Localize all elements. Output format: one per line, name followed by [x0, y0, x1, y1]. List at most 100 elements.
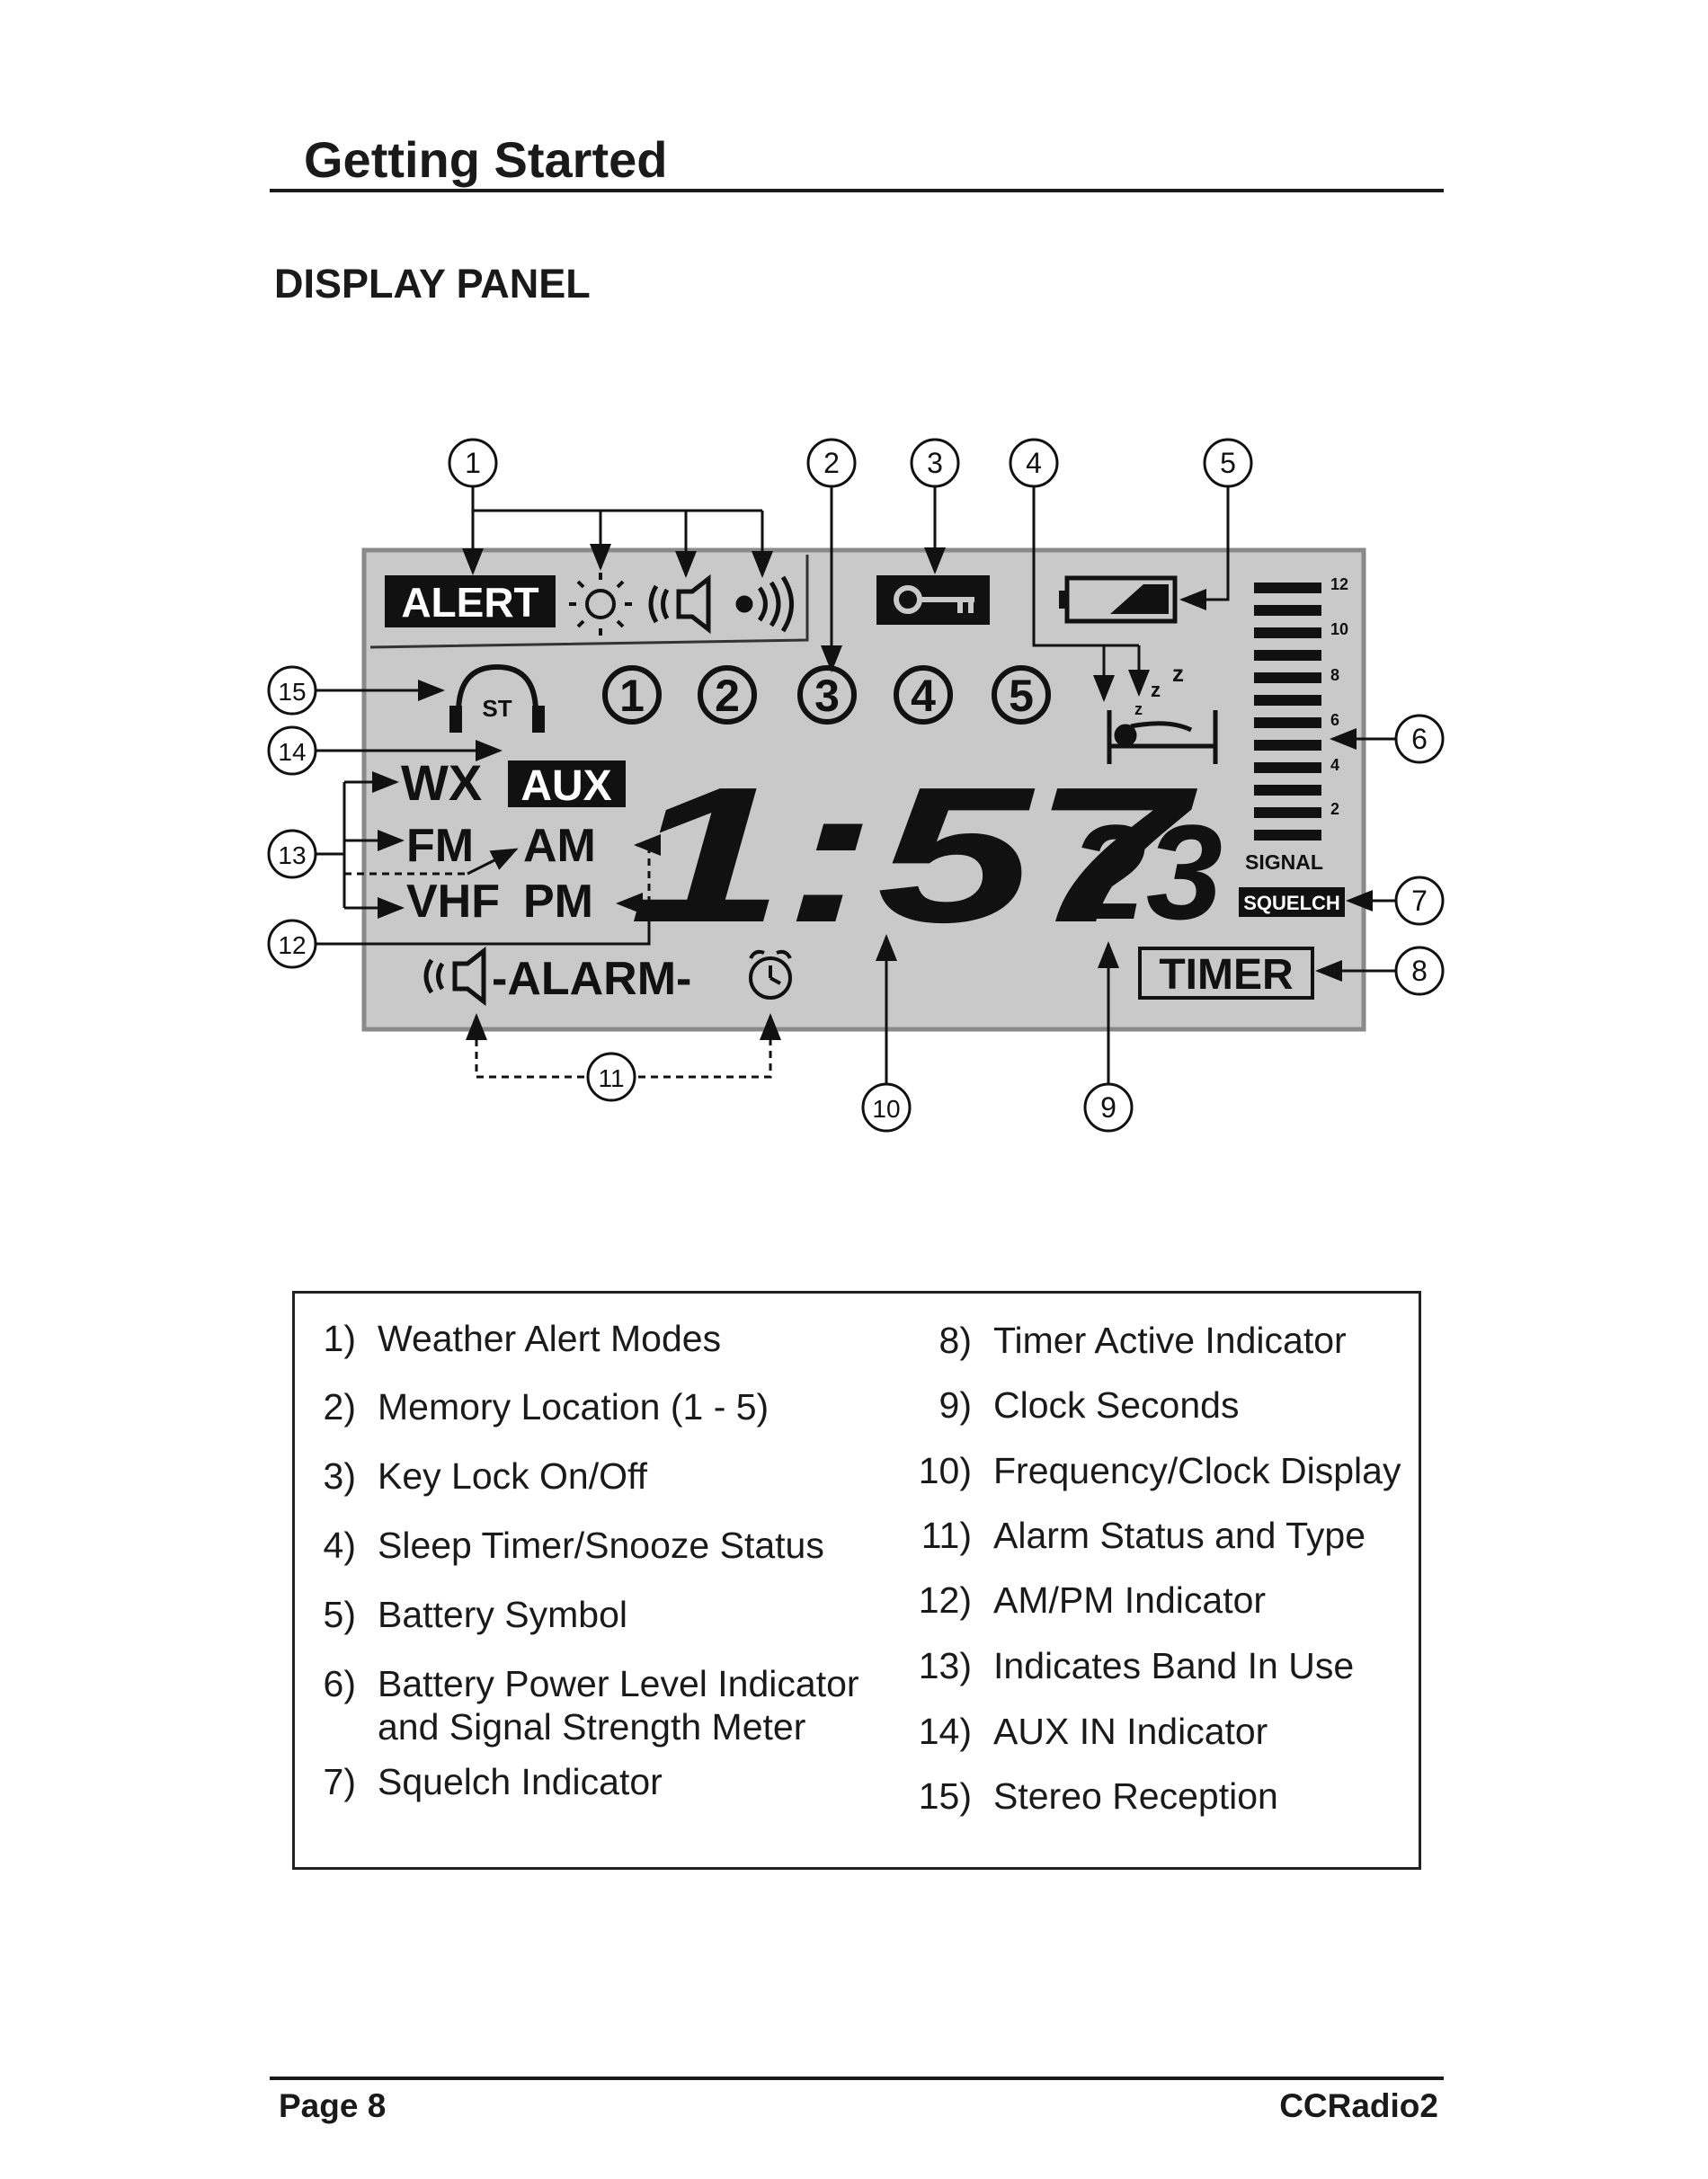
memory-preset-1: 1	[619, 671, 645, 721]
signal-bar	[1254, 695, 1321, 706]
callout-number-12: 12	[278, 931, 306, 959]
memory-preset-ring	[698, 665, 757, 725]
speaker-alert-icon	[648, 574, 711, 635]
alert-frame	[369, 555, 809, 649]
legend-number: 10)	[918, 1450, 972, 1491]
key-icon	[894, 585, 974, 614]
section-title: DISPLAY PANEL	[274, 261, 591, 307]
legend-label: Battery Symbol	[378, 1594, 627, 1635]
callout-circle	[586, 1052, 636, 1102]
timer-text: TIMER	[1159, 951, 1293, 999]
memory-preset-5: 5	[1009, 671, 1034, 721]
signal-scale: 12 10 8 6 4 2	[1330, 575, 1348, 818]
callout-number-14: 14	[278, 738, 306, 766]
callout-number-8: 8	[1411, 955, 1428, 987]
squelch-text: SQUELCH	[1243, 892, 1340, 914]
stereo-headphone-icon	[449, 663, 545, 733]
callout-number-7: 7	[1411, 885, 1428, 917]
legend-label: Frequency/Clock Display	[993, 1450, 1401, 1491]
legend-number: 4)	[323, 1525, 356, 1566]
footer-divider	[270, 2077, 1444, 2080]
signal-scale-label: 6	[1330, 711, 1339, 729]
legend-label: Sleep Timer/Snooze Status	[378, 1525, 824, 1566]
legend-label: Battery Power Level Indicator	[378, 1663, 859, 1704]
legend-label: Timer Active Indicator	[993, 1320, 1347, 1361]
signal-scale-label: 10	[1330, 620, 1348, 638]
am-indicator: AM	[523, 820, 596, 872]
sleep-snooze-icon	[1107, 710, 1218, 764]
signal-bar	[1254, 583, 1321, 593]
legend-number: 1)	[323, 1318, 356, 1359]
page-number: Page 8	[279, 2087, 387, 2124]
callout-number-11: 11	[598, 1064, 624, 1092]
legend-number: 12)	[918, 1579, 972, 1621]
signal-label: SIGNAL	[1245, 850, 1323, 874]
alarm-speaker-icon	[423, 946, 486, 1007]
memory-preset-4: 4	[911, 671, 936, 721]
callout-number-2: 2	[823, 447, 840, 479]
legend-label: Key Lock On/Off	[378, 1455, 648, 1497]
signal-bar	[1254, 672, 1321, 683]
memory-preset-ring	[894, 665, 953, 725]
legend-number: 8)	[939, 1320, 972, 1361]
signal-bar	[1254, 650, 1321, 661]
signal-bar	[1254, 717, 1321, 728]
clock-seconds: 23	[1067, 796, 1223, 947]
signal-scale-label: 2	[1330, 800, 1339, 818]
band-fm: FM	[406, 820, 474, 872]
legend-label-continued: and Signal Strength Meter	[378, 1706, 806, 1748]
memory-preset-3: 3	[814, 671, 840, 721]
callout-number-3: 3	[927, 447, 943, 479]
memory-preset-ring	[992, 665, 1051, 725]
signal-bar	[1254, 830, 1321, 840]
legend-label: Memory Location (1 - 5)	[378, 1386, 769, 1427]
zzz-icon-1: z	[1134, 700, 1143, 718]
legend-label: Weather Alert Modes	[378, 1318, 722, 1359]
header-divider	[270, 189, 1444, 192]
legend-label: AUX IN Indicator	[993, 1711, 1268, 1752]
light-icon	[569, 573, 632, 636]
legend-label: Stereo Reception	[993, 1775, 1278, 1817]
zzz-icon-2: z	[1151, 679, 1161, 701]
legend-number: 14)	[918, 1711, 972, 1752]
legend-number: 2)	[323, 1386, 356, 1427]
clock-main-display: 1:57	[629, 746, 1197, 963]
callout-leaders	[316, 486, 1396, 1085]
battery-icon	[1059, 575, 1178, 624]
squelch-badge	[1239, 887, 1345, 917]
legend-box: 1) Weather Alert Modes 2) Memory Location (…	[292, 1291, 1421, 1870]
callout-number-6: 6	[1411, 723, 1428, 755]
alert-badge	[385, 575, 556, 627]
callout-number-10: 10	[872, 1095, 900, 1123]
legend-label: Indicates Band In Use	[993, 1645, 1355, 1686]
legend-label: Alarm Status and Type	[993, 1515, 1366, 1556]
aux-badge	[508, 760, 626, 807]
signal-strength-meter	[1254, 583, 1321, 840]
legend-number: 7)	[323, 1761, 356, 1802]
legend-number: 6)	[323, 1663, 356, 1704]
zzz-icon-3: z	[1172, 660, 1184, 687]
signal-bar	[1254, 762, 1321, 773]
signal-scale-label: 8	[1330, 666, 1339, 684]
signal-bar	[1254, 627, 1321, 638]
legend-label: Clock Seconds	[993, 1384, 1240, 1426]
legend-number: 5)	[323, 1594, 356, 1635]
signal-scale-label: 12	[1330, 575, 1348, 593]
callout-number-9: 9	[1100, 1091, 1116, 1124]
legend-label: AM/PM Indicator	[993, 1579, 1267, 1621]
legend-number: 9)	[939, 1384, 972, 1426]
memory-preset-ring	[602, 665, 662, 725]
callout-number-1: 1	[465, 447, 481, 479]
signal-scale-label: 4	[1330, 756, 1339, 774]
callout-number-5: 5	[1220, 447, 1236, 479]
signal-bar	[1254, 740, 1321, 751]
callout-number-4: 4	[1026, 447, 1042, 479]
band-aux: AUX	[520, 762, 611, 810]
signal-bar	[1254, 785, 1321, 796]
signal-bar	[1254, 605, 1321, 616]
legend-number: 13)	[918, 1645, 972, 1686]
page-title: Getting Started	[304, 131, 668, 188]
